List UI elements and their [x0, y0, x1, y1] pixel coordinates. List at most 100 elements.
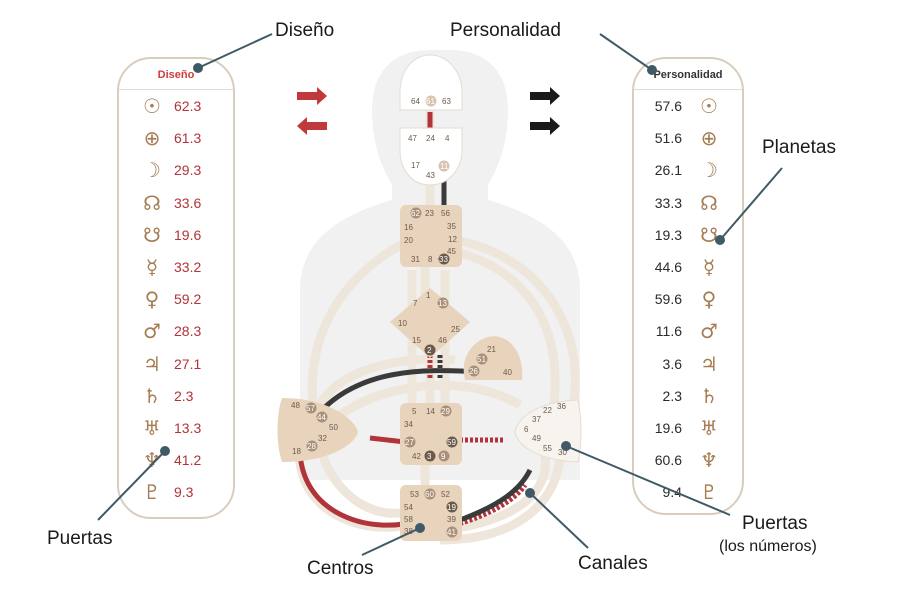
gate-12: 12	[448, 235, 457, 244]
gates-right-leader	[565, 445, 731, 516]
gate-30: 30	[558, 448, 567, 457]
gate-14: 14	[426, 407, 435, 416]
design-gate-value: 27.1	[174, 355, 202, 372]
venus-icon: ♀	[144, 287, 160, 312]
gate-11: 11	[440, 162, 449, 171]
north-node-icon: ☊	[143, 190, 161, 215]
gate-58: 58	[404, 515, 413, 524]
jupiter-icon: ♃	[700, 351, 718, 376]
personality-gate-value: 3.6	[662, 355, 682, 372]
design-gate-value: 13.3	[174, 420, 202, 436]
right-arrow-black-icon	[530, 87, 560, 105]
gate-31: 31	[411, 255, 420, 264]
moon-icon: ☽	[143, 158, 161, 183]
personality-panel-header: Personalidad	[634, 59, 742, 90]
planets-leader	[719, 167, 783, 241]
head-center: 64 61 63	[399, 54, 463, 111]
personality-arrows	[530, 87, 560, 135]
gate-17: 17	[411, 161, 420, 170]
design-gate-value: 9.3	[174, 484, 194, 501]
gate-52: 52	[441, 490, 450, 499]
gate-57: 57	[306, 404, 315, 413]
gates-left-leader	[97, 450, 166, 521]
gate-21: 21	[487, 345, 496, 354]
design-gate-value: 61.3	[174, 130, 202, 147]
mars-icon: ♂	[143, 319, 161, 344]
spleen-center: 48 57 44 50 32 28 18	[277, 398, 358, 462]
gates-right-subcallout: (los números)	[719, 538, 817, 555]
design-leader	[197, 33, 273, 69]
personality-gate-value: 2.3	[662, 387, 682, 404]
gate-42: 42	[412, 452, 421, 461]
saturn-icon: ♄	[143, 383, 161, 408]
left-arrow-red-icon	[297, 117, 327, 135]
gate-55: 55	[543, 444, 552, 453]
design-gate-value: 19.6	[174, 226, 202, 243]
sacral-center: 5 14 29 34 27 59 42 3 9	[400, 403, 462, 465]
personality-gate-value: 59.6	[654, 291, 682, 308]
gate-3: 3	[427, 452, 432, 461]
jupiter-icon: ♃	[143, 351, 161, 376]
personality-gate-value: 57.6	[654, 98, 682, 114]
centers-leader	[361, 527, 421, 556]
gate-33: 33	[439, 255, 448, 264]
personality-gate-value: 33.3	[654, 194, 682, 211]
gate-24: 24	[426, 134, 435, 143]
gate-62: 62	[411, 209, 420, 218]
gate-19: 19	[447, 503, 456, 512]
pluto-icon: ♇	[143, 480, 161, 505]
gate-54: 54	[404, 503, 413, 512]
design-gate-value: 59.2	[174, 291, 202, 308]
ajna-center: 47 24 4 17 11 43	[399, 127, 463, 186]
gate-38: 38	[404, 527, 413, 536]
south-node-icon: ☋	[700, 222, 718, 247]
gate-60: 60	[425, 490, 434, 499]
gate-9: 9	[441, 452, 446, 461]
gate-49: 49	[532, 434, 541, 443]
gate-23: 23	[425, 209, 434, 218]
neptune-icon: ♆	[143, 448, 161, 473]
gate-6: 6	[524, 425, 529, 434]
venus-icon: ♀	[701, 287, 717, 312]
pluto-icon: ♇	[700, 480, 718, 505]
callout-leaders	[97, 33, 783, 556]
gate-43: 43	[426, 171, 435, 180]
gate-25: 25	[451, 325, 460, 334]
gate-18: 18	[292, 447, 301, 456]
gate-44: 44	[317, 413, 326, 422]
gate-36: 36	[557, 402, 566, 411]
personality-gate-value: 60.6	[654, 452, 682, 469]
design-panel: Diseño ☉62.3⊕61.3☽29.3☊33.6☋19.6☿33.2♀59…	[117, 57, 235, 519]
personality-gate-value: 44.6	[654, 259, 682, 275]
gates-left-callout: Puertas	[47, 528, 113, 549]
g-center: 1 7 13 10 25 15 46 2	[390, 288, 470, 358]
earth-icon: ⊕	[700, 126, 718, 151]
personality-gate-value: 19.6	[654, 420, 682, 436]
centers-callout: Centros	[307, 558, 374, 579]
right-arrow-red-icon	[297, 87, 327, 105]
right-arrow-black-icon	[530, 117, 560, 135]
north-node-icon: ☊	[700, 190, 718, 215]
gate-34: 34	[404, 420, 413, 429]
sun-icon: ☉	[143, 94, 161, 118]
design-gate-value: 33.6	[174, 194, 202, 211]
personality-callout: Personalidad	[450, 20, 561, 41]
design-gate-value: 62.3	[174, 98, 202, 114]
personality-leader	[599, 33, 653, 71]
gate-5: 5	[412, 407, 417, 416]
design-callout: Diseño	[275, 20, 335, 41]
personality-panel: Personalidad 57.6☉51.6⊕26.1☽33.3☊19.3☋44…	[632, 57, 744, 515]
heart-center: 21 51 26 40	[463, 336, 523, 380]
gate-16: 16	[404, 223, 413, 232]
gate-29: 29	[441, 407, 450, 416]
gates-right-callout: Puertas	[742, 513, 808, 534]
gate-7: 7	[413, 299, 418, 308]
gate-4: 4	[445, 134, 450, 143]
gate-63: 63	[442, 97, 451, 106]
gate-61: 61	[426, 97, 435, 106]
design-gate-value: 28.3	[174, 323, 202, 340]
gate-22: 22	[543, 406, 552, 415]
gate-15: 15	[412, 336, 421, 345]
personality-gate-value: 19.3	[654, 226, 682, 243]
